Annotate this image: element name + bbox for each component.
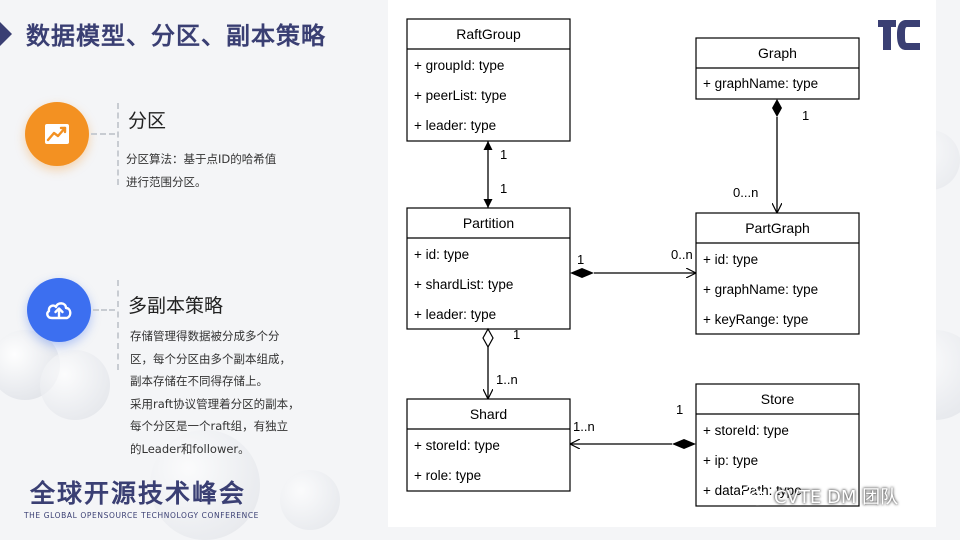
section-text: 存储管理得数据被分成多个分 区，每个分区由多个副本组成， 副本存储在不同得存储上… — [130, 325, 300, 460]
tc-logo-icon — [878, 20, 920, 50]
class-attribute: + leader: type — [414, 307, 496, 322]
class-attribute: + storeId: type — [703, 423, 789, 438]
composition-partition-partgraph: 1 0..n — [570, 247, 696, 278]
text-line: 分区算法：基于点ID的哈希值 — [126, 152, 277, 166]
section-icon-replica — [27, 278, 91, 342]
class-partgraph: PartGraph + id: type + graphName: type +… — [695, 212, 860, 335]
cloud-upload-icon — [46, 302, 72, 320]
text-line: 的Leader和follower。 — [130, 441, 250, 456]
decor-bubble — [150, 430, 260, 540]
title-accent-icon — [0, 22, 12, 46]
multiplicity-label: 0..n — [671, 247, 693, 262]
class-attribute: + ip: type — [703, 453, 758, 468]
class-attribute: + shardList: type — [414, 277, 513, 292]
multiplicity-label: 1 — [802, 108, 809, 123]
class-name: Shard — [470, 406, 507, 422]
class-attribute: + dataPath: type — [703, 483, 802, 498]
class-raftgroup: RaftGroup + groupId: type + peerList: ty… — [406, 18, 571, 142]
aggregation-diamond-icon — [482, 327, 494, 349]
multiplicity-label: 1 — [500, 147, 507, 162]
class-attribute: + graphName: type — [703, 282, 818, 297]
multiplicity-label: 1 — [676, 402, 683, 417]
class-attribute: + storeId: type — [414, 438, 500, 453]
class-graph: Graph + graphName: type — [695, 37, 860, 100]
class-attribute: + role: type — [414, 468, 481, 483]
watermark-text: CVTE DM 团队 — [774, 487, 899, 508]
uml-diagram-panel: RaftGroup + groupId: type + peerList: ty… — [388, 0, 936, 527]
class-attribute: + id: type — [703, 252, 758, 267]
association-raftgroup-partition: 1 1 — [483, 141, 507, 208]
multiplicity-label: 1..n — [496, 372, 518, 387]
composition-diamond-icon — [570, 268, 594, 278]
conference-subtitle: THE GLOBAL OPENSOURCE TECHNOLOGY CONFERE… — [24, 511, 260, 520]
connector-line — [117, 280, 119, 370]
tc-logo — [876, 16, 924, 54]
class-attribute: + leader: type — [414, 118, 496, 133]
section-icon-partition — [25, 102, 89, 166]
class-partition: Partition + id: type + shardList: type +… — [406, 207, 571, 330]
connector-line — [117, 103, 119, 185]
class-name: PartGraph — [745, 220, 810, 236]
section-heading: 分区 — [128, 110, 167, 132]
text-line: 区，每个分区由多个副本组成， — [130, 351, 291, 366]
text-line: 进行范围分区。 — [126, 174, 207, 189]
class-name: RaftGroup — [456, 26, 521, 42]
slide-title: 数据模型、分区、副本策略 — [26, 22, 326, 50]
connector-line — [93, 309, 115, 311]
multiplicity-label: 1..n — [573, 419, 595, 434]
decor-bubble — [40, 350, 110, 420]
composition-store-shard: 1..n 1 — [570, 402, 696, 449]
text-line: 存储管理得数据被分成多个分 — [130, 329, 280, 343]
multiplicity-label: 1 — [577, 252, 584, 267]
class-attribute: + peerList: type — [414, 88, 507, 103]
class-attribute: + keyRange: type — [703, 312, 808, 327]
multiplicity-label: 0...n — [733, 185, 758, 200]
multiplicity-label: 1 — [513, 327, 520, 342]
uml-diagram: RaftGroup + groupId: type + peerList: ty… — [406, 18, 860, 507]
section-text: 分区算法：基于点ID的哈希值 进行范围分区。 — [126, 148, 276, 193]
conference-name: 全球开源技术峰会 — [30, 479, 247, 508]
composition-diamond-icon — [672, 439, 696, 449]
text-line: 副本存储在不同得存储上。 — [130, 374, 268, 388]
decor-bubble — [280, 470, 340, 530]
watermark: CVTE DM 团队 — [740, 483, 898, 509]
multiplicity-label: 1 — [500, 181, 507, 196]
class-attribute: + groupId: type — [414, 58, 504, 73]
class-name: Store — [761, 391, 795, 407]
text-line: 采用raft协议管理着分区的副本， — [130, 396, 300, 411]
class-attribute: + graphName: type — [703, 76, 818, 91]
class-name: Graph — [758, 45, 797, 61]
class-attribute: + id: type — [414, 247, 469, 262]
class-shard: Shard + storeId: type + role: type — [406, 398, 571, 492]
connector-line — [91, 133, 115, 135]
aggregation-partition-shard: 1 1..n — [482, 327, 520, 399]
composition-diamond-icon — [772, 99, 782, 117]
class-store: Store + storeId: type + ip: type + dataP… — [695, 383, 860, 507]
text-line: 每个分区是一个raft组，有独立 — [130, 419, 289, 433]
wechat-icon — [740, 485, 767, 506]
chart-icon — [45, 124, 69, 144]
composition-graph-partgraph: 1 0...n — [733, 99, 809, 213]
section-heading: 多副本策略 — [128, 295, 224, 317]
class-name: Partition — [463, 215, 514, 231]
